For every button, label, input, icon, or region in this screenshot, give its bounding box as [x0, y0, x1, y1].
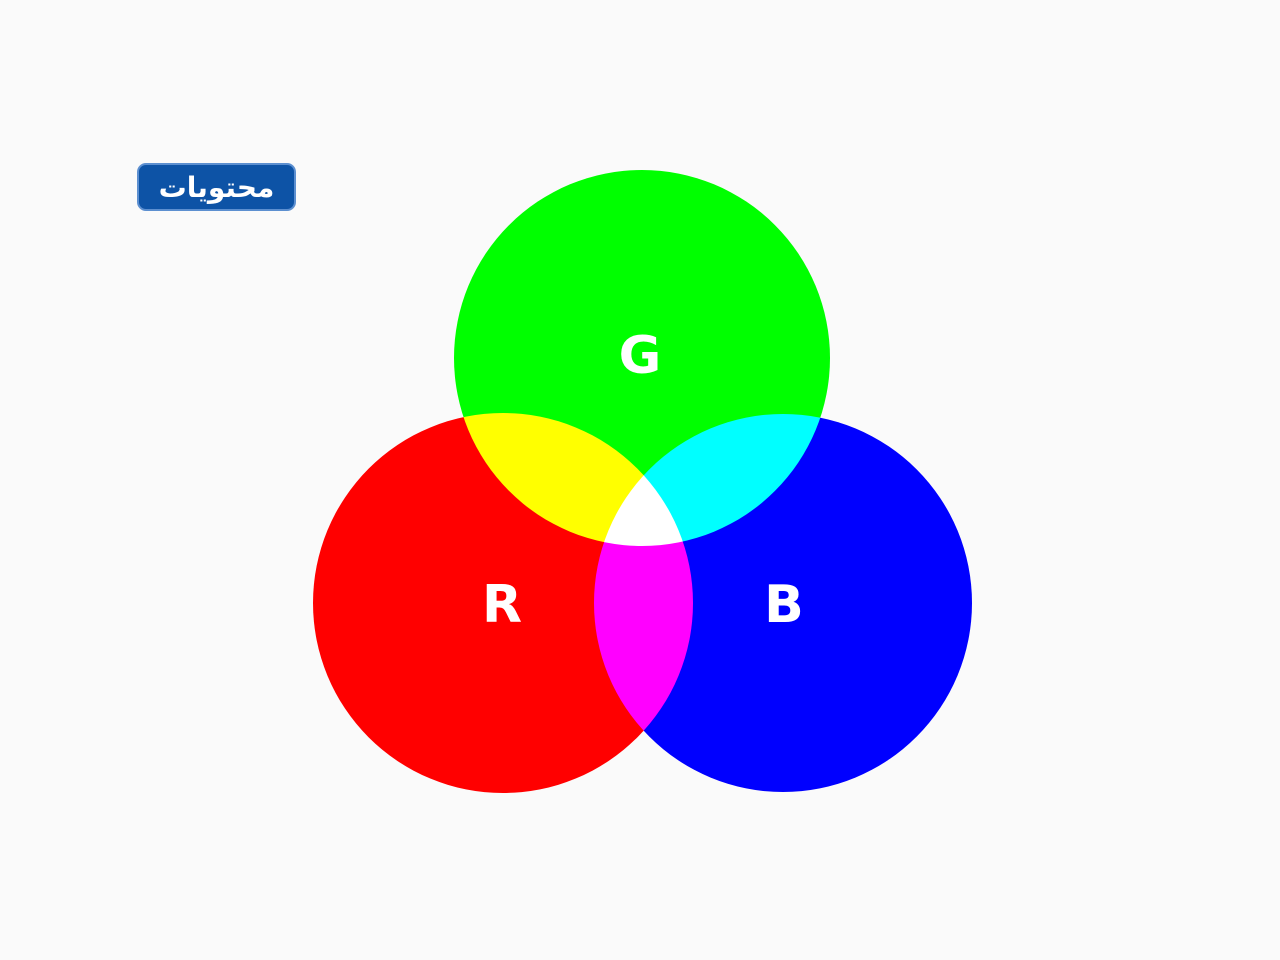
logo-text: محتويات — [158, 170, 275, 204]
green-label: G — [619, 326, 662, 386]
blue-label: B — [764, 575, 804, 635]
blue-circle — [594, 414, 972, 792]
red-label: R — [482, 575, 522, 635]
logo-badge: محتويات — [137, 163, 296, 211]
